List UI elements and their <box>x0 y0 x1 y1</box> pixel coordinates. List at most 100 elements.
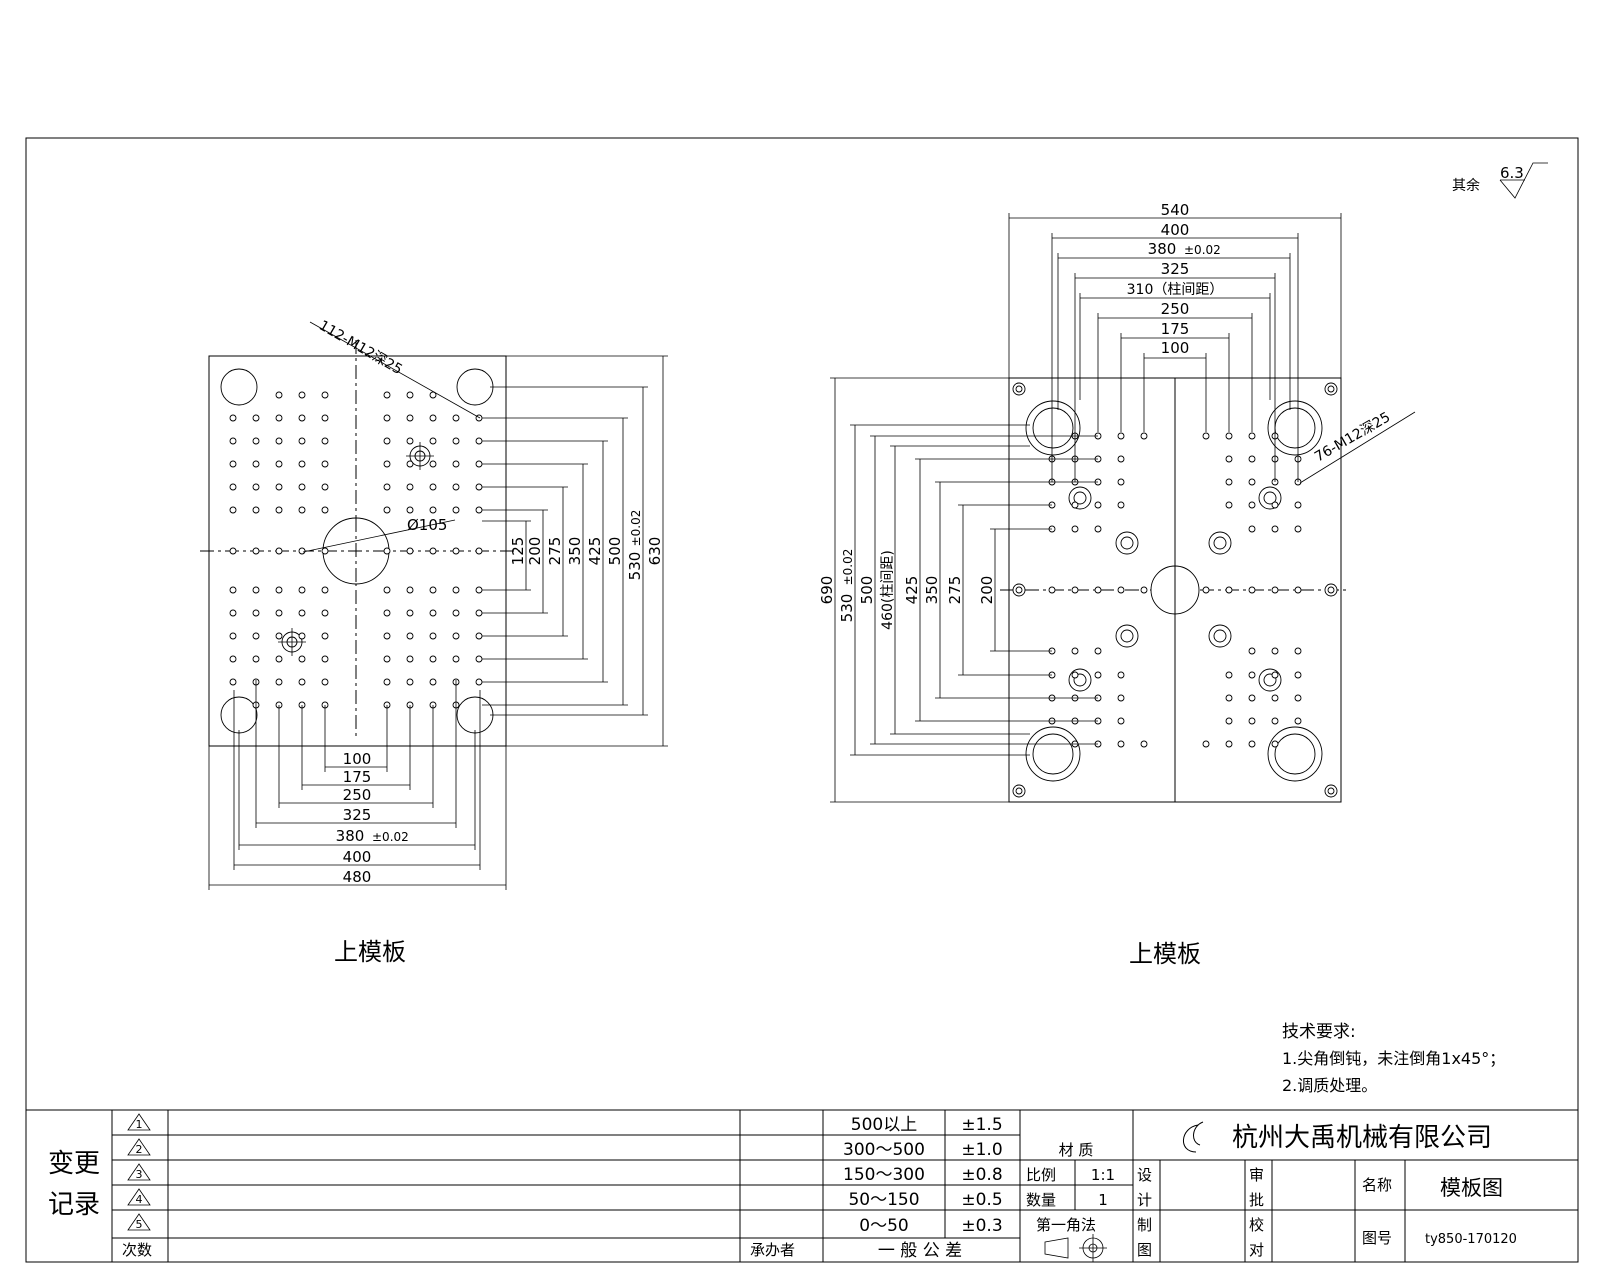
bolt-hole <box>1271 501 1279 509</box>
bolt-hole <box>298 460 306 468</box>
bolt-hole <box>475 609 483 617</box>
drawing-no-label: 图号 <box>1362 1229 1392 1247</box>
boss-hole-inner <box>1073 491 1087 505</box>
bolt-hole <box>275 655 283 663</box>
check-label-1: 校 <box>1249 1216 1264 1234</box>
bolt-hole <box>275 391 283 399</box>
bolt-hole <box>452 460 460 468</box>
tol-value-1: ±1.5 <box>961 1115 1002 1135</box>
bolt-hole <box>475 437 483 445</box>
bolt-hole <box>1094 647 1102 655</box>
dim-400: 400 <box>343 848 372 866</box>
dim-500-left: 500 <box>858 576 876 605</box>
tech-title: 技术要求: <box>1282 1022 1356 1042</box>
bolt-hole <box>321 586 329 594</box>
surface-label: 其余 <box>1452 177 1480 194</box>
bolt-hole <box>1294 694 1302 702</box>
bolt-hole <box>1225 501 1233 509</box>
corner-screw-holes <box>1012 382 1338 798</box>
tie-bar-hole <box>220 696 258 734</box>
bolt-hole <box>252 632 260 640</box>
bolt-hole <box>252 437 260 445</box>
bolt-hole <box>1225 740 1233 748</box>
bolt-hole <box>252 655 260 663</box>
bolt-hole <box>1225 586 1233 594</box>
bolt-hole <box>1117 740 1125 748</box>
bolt-hole <box>1248 432 1256 440</box>
bolt-hole <box>452 632 460 640</box>
general-tolerance-label: 一 般 公 差 <box>878 1241 962 1261</box>
bolt-hole <box>321 414 329 422</box>
bolt-hole <box>1094 586 1102 594</box>
dim-175-top: 175 <box>1161 320 1190 338</box>
left-hole-note: 112-M12深25 <box>316 318 405 379</box>
bolt-hole <box>298 678 306 686</box>
left-plate-view: 112-M12深25 Ø105 <box>200 318 520 747</box>
bolt-hole <box>298 414 306 422</box>
bolt-hole <box>298 632 306 640</box>
bolt-hole <box>406 547 414 555</box>
bolt-hole <box>1294 525 1302 533</box>
dim-380-top-tolerance: ±0.02 <box>1184 243 1221 257</box>
bolt-hole <box>475 632 483 640</box>
scale-value: 1:1 <box>1091 1166 1115 1184</box>
dim-400-top: 400 <box>1161 221 1190 239</box>
dim-530-left: 530 <box>838 594 856 623</box>
bolt-hole <box>383 506 391 514</box>
bolt-hole <box>406 483 414 491</box>
check-label-2: 对 <box>1249 1241 1264 1259</box>
revision-triangle-icon <box>127 1163 151 1181</box>
left-bottom-dimensions: 480 400 380 ±0.02 325 250 175 100 <box>208 680 507 890</box>
bolt-hole <box>475 586 483 594</box>
drawing-border <box>25 137 1579 1263</box>
revision-number: 3 <box>136 1168 143 1181</box>
dim-125: 125 <box>509 537 527 566</box>
company-logo-icon <box>1183 1121 1204 1153</box>
bolt-hole <box>275 506 283 514</box>
bolt-hole <box>229 506 237 514</box>
handler-label: 承办者 <box>750 1241 795 1259</box>
company-name: 杭州大禹机械有限公司 <box>1232 1123 1492 1153</box>
right-plate-view: 76-M12深25 <box>1000 377 1416 803</box>
boss-hole-inner <box>1120 536 1134 550</box>
dim-480: 480 <box>343 868 372 886</box>
bolt-hole <box>298 609 306 617</box>
name-label: 名称 <box>1362 1176 1392 1194</box>
m12-hole-pattern <box>229 391 483 709</box>
design-label-2: 计 <box>1137 1191 1152 1209</box>
bolt-hole <box>1248 671 1256 679</box>
bolt-hole <box>429 678 437 686</box>
roughness-value: 6.3 <box>1500 164 1524 182</box>
bolt-hole <box>1248 455 1256 463</box>
bolt-hole <box>1294 501 1302 509</box>
bolt-hole <box>1071 501 1079 509</box>
revision-triangle-icon <box>127 1138 151 1156</box>
bolt-hole <box>1202 432 1210 440</box>
bolt-hole <box>1094 671 1102 679</box>
bolt-hole <box>452 586 460 594</box>
bolt-hole <box>298 391 306 399</box>
bolt-hole <box>1271 694 1279 702</box>
bolt-hole <box>429 460 437 468</box>
tie-bar-hole <box>1025 726 1081 782</box>
boss-hole-inner <box>1263 491 1277 505</box>
design-label-1: 设 <box>1137 1166 1152 1184</box>
tol-value-4: ±0.5 <box>961 1190 1002 1210</box>
bolt-hole <box>1248 586 1256 594</box>
bolt-hole <box>383 391 391 399</box>
bolt-hole <box>229 632 237 640</box>
dim-200: 200 <box>526 537 544 566</box>
bolt-hole <box>429 414 437 422</box>
bolt-hole <box>452 655 460 663</box>
tol-range-2: 300～500 <box>843 1140 925 1160</box>
dim-380: 380 <box>336 827 365 845</box>
bolt-hole <box>252 414 260 422</box>
bolt-hole <box>1294 647 1302 655</box>
bolt-hole <box>1294 671 1302 679</box>
bolt-hole <box>1271 671 1279 679</box>
bolt-hole <box>475 483 483 491</box>
dim-425-left: 425 <box>903 576 921 605</box>
left-plate-caption: 上模板 <box>334 938 406 966</box>
